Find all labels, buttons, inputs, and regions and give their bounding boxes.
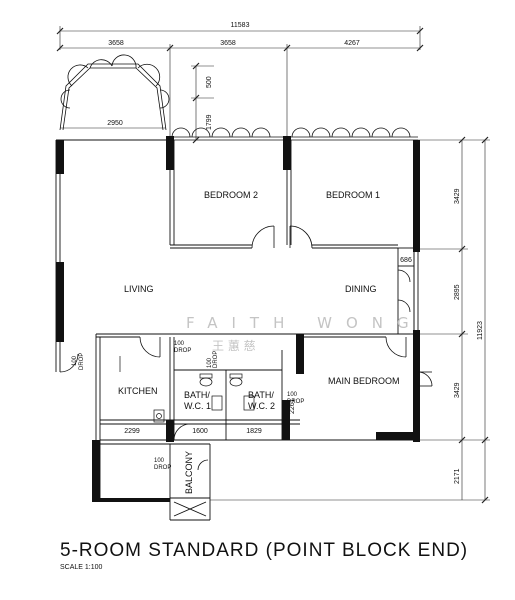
drop-yard-100: 100 — [154, 458, 165, 464]
drop-bath2-drop: DROP — [287, 399, 304, 405]
drop-labels: 100 DROP 100 DROP 100 DROP 100 DROP 100 … — [72, 341, 304, 471]
dim-bay-width: 2950 — [107, 120, 123, 127]
room-bedroom-2: BEDROOM 2 — [204, 190, 258, 200]
dimension-ticks — [56, 27, 489, 504]
dim-bath-door: 2261 — [289, 398, 296, 414]
room-balcony: BALCONY — [184, 451, 194, 494]
room-main-bedroom: MAIN BEDROOM — [328, 376, 400, 386]
dim-h-bottom: 2171 — [454, 468, 461, 484]
drop-kitchen-100: 100 — [174, 341, 185, 347]
drop-living-drop: DROP — [79, 353, 85, 370]
drop-kitchen-drop: DROP — [174, 348, 191, 354]
drop-bath2-100: 100 — [287, 392, 298, 398]
plan-title: 5-ROOM STANDARD (POINT BLOCK END) — [60, 540, 469, 561]
room-dining: DINING — [345, 284, 377, 294]
dim-w3: 4267 — [344, 40, 360, 47]
room-bath-1-line-2: W.C. 1 — [184, 401, 211, 411]
room-living: LIVING — [124, 284, 154, 294]
drop-bath-drop: DROP — [213, 351, 219, 368]
dim-w1: 3658 — [108, 40, 124, 47]
dim-overall-width: 11583 — [231, 22, 250, 29]
dim-h-master: 3429 — [454, 382, 461, 398]
dim-h-total: 11923 — [477, 321, 484, 340]
watermark-latin: FAITH WONG — [186, 314, 423, 332]
room-bedroom-1: BEDROOM 1 — [326, 190, 380, 200]
fixtures — [119, 356, 255, 423]
drop-yard-drop: DROP — [154, 465, 171, 471]
window-row-top — [170, 127, 418, 141]
dimension-labels: 11583 3658 3658 4267 500 1799 2950 3429 … — [107, 22, 484, 484]
room-bath-2-line-2: W.C. 2 — [248, 401, 275, 411]
bay-window-upper — [59, 54, 170, 131]
watermark-cjk: 王 蕙 慈 — [212, 338, 256, 353]
drop-living-100: 100 — [72, 355, 78, 366]
dim-w-bath1: 1600 — [192, 428, 208, 435]
plan-scale: SCALE 1:100 — [60, 564, 103, 571]
dim-h-mid: 2895 — [454, 284, 461, 300]
watermark: FAITH WONG 王 蕙 慈 — [186, 314, 423, 353]
room-kitchen: KITCHEN — [118, 386, 158, 396]
dim-bay-depth-2: 1799 — [206, 114, 213, 130]
dim-niche: 686 — [400, 257, 412, 264]
room-bath-2-line-1: BATH/ — [248, 390, 274, 400]
heavy-walls — [56, 136, 420, 502]
dim-w2: 3658 — [220, 40, 236, 47]
drop-bath-100: 100 — [207, 357, 213, 368]
room-bath-1-line-1: BATH/ — [184, 390, 210, 400]
room-labels: BEDROOM 2 BEDROOM 1 LIVING DINING KITCHE… — [118, 190, 400, 494]
dim-w-kitchen: 2299 — [124, 428, 140, 435]
dim-bay-depth: 500 — [206, 76, 213, 88]
dimension-lines — [59, 26, 490, 501]
dim-w-bath2: 1829 — [246, 428, 262, 435]
doors — [59, 225, 433, 471]
dim-h-bed1: 3429 — [454, 188, 461, 204]
